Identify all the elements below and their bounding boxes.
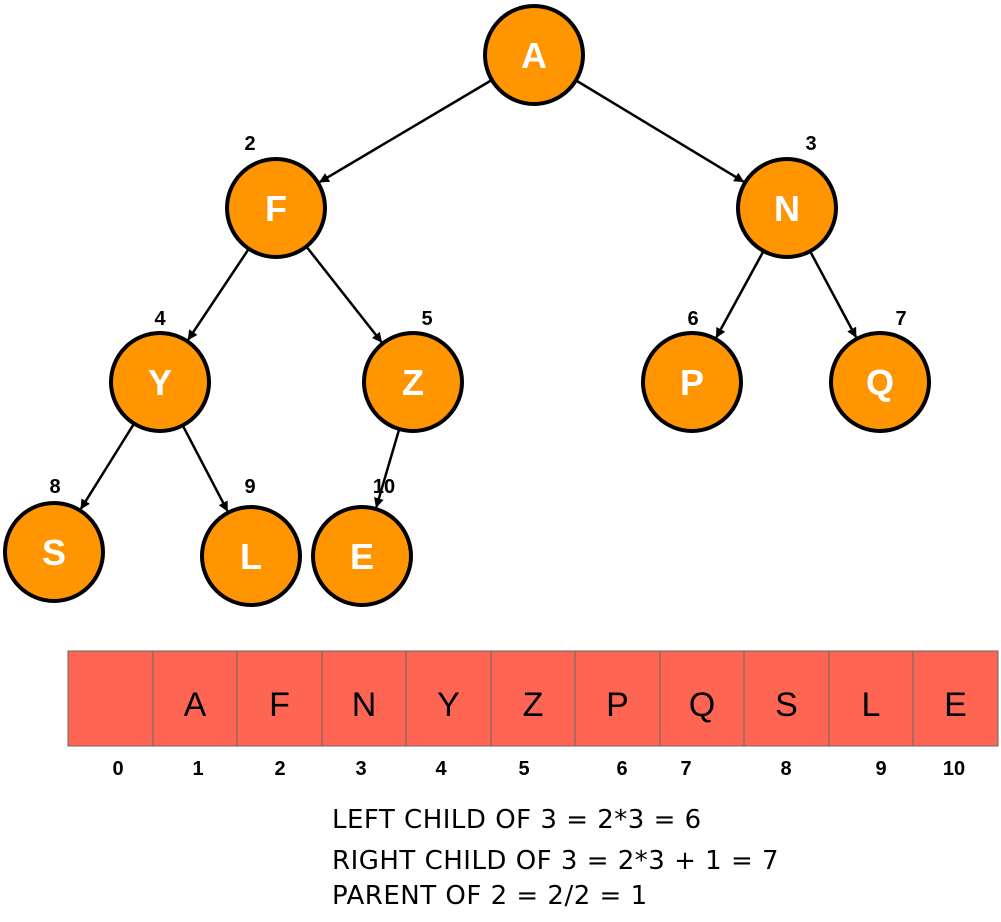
node-letter: Q [866,362,894,403]
node-letter: E [350,536,374,577]
node-circle [200,505,302,607]
array-cell-box [67,650,154,747]
array-cell: P [574,650,661,747]
tree-node: P6 [641,308,743,433]
array-cell-box [828,650,914,747]
array-index-label: 4 [435,758,447,780]
array-indices: 0 1 2 3 4 5 6 7 8 9 10 [112,758,965,780]
array-cell-value: Q [689,686,715,724]
tree-node: Y4 [109,308,211,433]
node-letter: Y [148,362,172,403]
node-index-label: 4 [154,308,166,330]
array-cell-box [321,650,407,747]
node-letter: S [42,532,66,573]
array-cell: Q [659,650,745,747]
tree-edge [187,248,250,341]
tree-edge [576,79,745,183]
tree-edge [319,79,492,184]
tree-node: E 10 [311,476,413,607]
array-cell: N [321,650,407,747]
node-circle [736,157,838,259]
tree-edges [79,79,858,512]
tree-edge [715,251,765,339]
node-index-label: 8 [49,476,60,498]
node-circle [225,157,327,259]
array-cell-box [659,650,745,747]
array-cell-box [574,650,661,747]
tree-node: N3 [736,133,838,259]
node-index-label: 3 [805,133,816,155]
node-letter: N [774,188,800,229]
tree-node: S8 [3,476,105,603]
node-index-label: 10 [373,476,395,498]
tree-edge [374,429,401,509]
array-index-label: 6 [616,758,627,780]
tree-node: Z5 [362,308,464,433]
node-circle [3,501,105,603]
array-cell-box [236,650,323,747]
array-index-label: 1 [192,758,203,780]
node-circle [483,4,585,106]
array-cell-value: Z [523,686,544,724]
array-cell: E [912,650,999,747]
node-letter: A [521,35,547,76]
array-cell-box [405,650,492,747]
array-cell: F [236,650,323,747]
array-cell-value: S [775,686,798,724]
formula-right-child: RIGHT CHILD OF 3 = 2*3 + 1 = 7 [332,846,779,876]
node-circle [829,331,931,433]
array-cell-value: E [944,686,967,724]
array-cell-value: A [184,686,207,724]
node-index-label: 5 [421,308,432,330]
array-cell-box [912,650,999,747]
node-letter: F [265,188,287,229]
node-letter: P [680,362,704,403]
tree-node: L9 [200,476,302,607]
array-index-label: 5 [518,758,529,780]
tree-edge [182,425,229,512]
array-cell: Y [405,650,492,747]
array-cell-value: N [352,686,377,724]
node-index-label: 6 [687,308,698,330]
array-cell: Z [490,650,576,747]
array-index-label: 2 [274,758,285,780]
node-letter: L [240,536,262,577]
formula-block: LEFT CHILD OF 3 = 2*3 = 6 RIGHT CHILD OF… [332,805,779,911]
array-cell-value: Y [437,686,460,724]
node-circle [109,331,211,433]
node-circle [311,505,413,607]
node-circle [641,331,743,433]
node-circle [362,331,464,433]
formula-parent: PARENT OF 2 = 2/2 = 1 [332,881,648,911]
tree-node: A [483,4,585,106]
node-letter: Z [402,362,424,403]
tree-edge [305,246,383,343]
array-cell-box [743,650,830,747]
array-cell-box [152,650,238,747]
array-cell [67,650,154,747]
tree-node: F2 [225,133,327,259]
array-index-label: 3 [355,758,366,780]
array-index-label: 8 [780,758,791,780]
formula-left-child: LEFT CHILD OF 3 = 2*3 = 6 [332,805,702,835]
array-cell-value: F [269,686,290,724]
tree-node: Q7 [829,308,931,433]
node-index-label: 9 [244,476,255,498]
array-cell: S [743,650,830,747]
array-index-label: 10 [943,758,965,780]
array-index-label: 9 [875,758,886,780]
array-cell-value: P [606,686,629,724]
array-cell-value: L [862,686,881,724]
tree-edge [79,423,135,510]
array-index-label: 7 [680,758,691,780]
node-index-label: 2 [244,133,255,155]
array-cell: A [152,650,238,747]
array-cell: L [828,650,914,747]
array-index-label: 0 [112,758,123,780]
tree-edge [809,251,858,338]
node-index-label: 7 [895,308,906,330]
